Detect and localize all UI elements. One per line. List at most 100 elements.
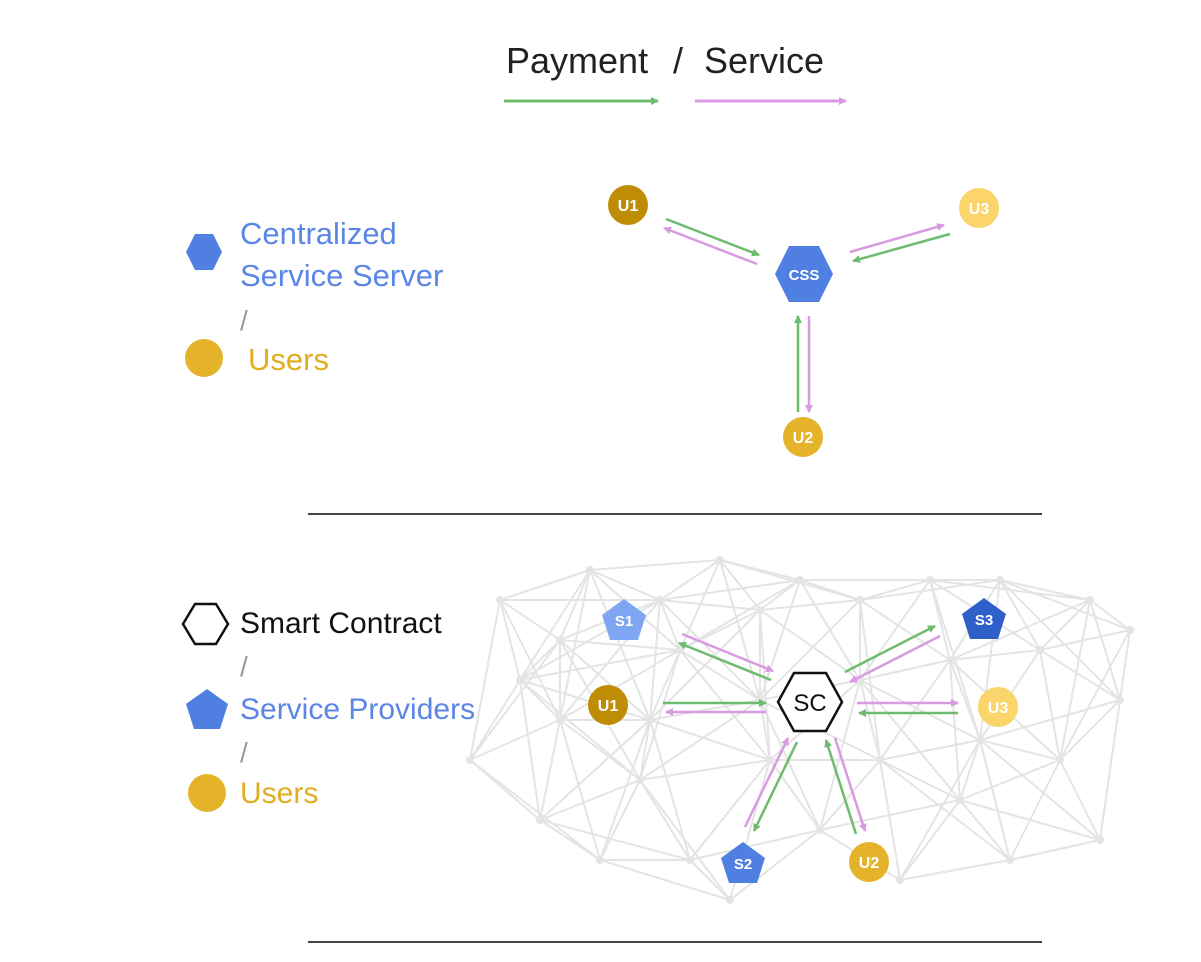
- mesh-edge: [539, 819, 601, 861]
- mesh-edge: [879, 659, 951, 761]
- user-node-u3: [959, 188, 999, 228]
- mesh-edge: [1059, 599, 1091, 761]
- service-arrow: [743, 737, 790, 828]
- mesh-edge: [639, 699, 761, 781]
- mesh-edge: [589, 569, 661, 601]
- mesh-edge: [1009, 839, 1101, 861]
- mesh-edge: [899, 739, 981, 881]
- user-node-label: U3: [988, 700, 1009, 717]
- mesh-node: [816, 826, 824, 834]
- mesh-edge: [899, 859, 1011, 881]
- provider-node-label: S2: [734, 856, 752, 873]
- user-node-u1: [608, 185, 648, 225]
- mesh-node: [596, 856, 604, 864]
- mesh-edge: [689, 759, 771, 861]
- top-diagram: CSS U1 U3 U2: [608, 185, 999, 457]
- top-legend: Centralized Service Server / Users: [185, 216, 443, 377]
- mesh-edge: [769, 759, 821, 831]
- mesh-edge: [1119, 629, 1131, 701]
- users-label: Users: [240, 777, 318, 810]
- user-node-u3: [978, 687, 1018, 727]
- mesh-edge: [589, 559, 721, 571]
- mesh-edge: [759, 599, 861, 611]
- user-node-u2: [783, 417, 823, 457]
- mesh-edge: [469, 679, 521, 761]
- mesh-edge: [1059, 699, 1121, 761]
- mesh-edge: [879, 759, 1011, 861]
- mesh-node: [716, 556, 724, 564]
- mesh-edge: [1089, 599, 1131, 631]
- user-node-u2: [849, 842, 889, 882]
- mesh-edge: [959, 759, 1061, 801]
- mesh-node: [496, 596, 504, 604]
- pentagon-icon: [186, 689, 228, 729]
- mesh-edge: [949, 599, 1091, 661]
- user-circle-icon: [185, 339, 223, 377]
- mesh-edge: [999, 579, 1121, 701]
- mesh-edge: [999, 579, 1091, 601]
- user-circle-icon: [188, 774, 226, 812]
- mesh-edge: [499, 599, 561, 721]
- mesh-edge: [539, 779, 641, 821]
- mesh-edge: [759, 609, 861, 681]
- mesh-edge: [759, 579, 801, 611]
- mesh-edge: [539, 719, 561, 821]
- mesh-node: [636, 776, 644, 784]
- mesh-edge: [659, 599, 681, 651]
- mesh-edge: [519, 569, 591, 681]
- mesh-edge: [759, 699, 821, 831]
- mesh-edge: [469, 759, 601, 861]
- mesh-node: [536, 816, 544, 824]
- mesh-edge: [999, 579, 1041, 651]
- hexagon-outline-icon: [181, 602, 230, 646]
- payment-arrow: [852, 232, 951, 263]
- provider-node-label: S3: [975, 612, 993, 629]
- mesh-edge: [599, 719, 651, 861]
- mesh-node: [896, 876, 904, 884]
- mesh-edge: [539, 719, 651, 821]
- legend-slash: /: [240, 737, 248, 768]
- mesh-edge: [639, 779, 691, 861]
- mesh-edge: [759, 599, 861, 701]
- css-hub-label: CSS: [789, 267, 820, 284]
- css-label-line1: Centralized: [240, 216, 397, 251]
- header-legend: Payment / Service: [504, 40, 847, 105]
- mesh-edge: [859, 679, 981, 741]
- user-node-u1: [588, 685, 628, 725]
- mesh-edge: [859, 679, 881, 761]
- mesh-node: [676, 646, 684, 654]
- mesh-edge: [519, 639, 561, 681]
- mesh-edge: [1089, 599, 1121, 701]
- bottom-diagram: SC S1 S3 S2 U1 U3 U2: [588, 598, 1018, 883]
- mesh-edge: [649, 719, 691, 861]
- mesh-node: [856, 596, 864, 604]
- mesh-edge: [659, 579, 801, 601]
- service-arrow: [849, 223, 945, 254]
- service-arrow: [833, 737, 867, 832]
- mesh-node: [1126, 626, 1134, 634]
- mesh-edge: [859, 599, 951, 661]
- mesh-node: [946, 656, 954, 664]
- mesh-edge: [469, 719, 561, 761]
- mesh-edge: [469, 639, 561, 761]
- mesh-node: [466, 756, 474, 764]
- mesh-edge: [959, 739, 981, 801]
- mesh-edge: [499, 569, 591, 601]
- service-arrow: [849, 634, 941, 684]
- mesh-node: [1096, 836, 1104, 844]
- mesh-edge: [819, 759, 881, 831]
- mesh-edge: [639, 759, 771, 781]
- mesh-node: [556, 636, 564, 644]
- mesh-edge: [879, 759, 901, 881]
- mesh-edge: [759, 699, 771, 761]
- mesh-edge: [859, 579, 931, 681]
- mesh-edge: [519, 679, 641, 781]
- mesh-edge: [559, 639, 651, 721]
- payment-arrow: [752, 741, 799, 832]
- mesh-edge: [469, 599, 501, 761]
- payment-arrow: [665, 217, 760, 257]
- user-node-label: U1: [618, 198, 639, 215]
- mesh-edge: [799, 579, 861, 601]
- mesh-node: [796, 576, 804, 584]
- mesh-edge: [1039, 649, 1121, 701]
